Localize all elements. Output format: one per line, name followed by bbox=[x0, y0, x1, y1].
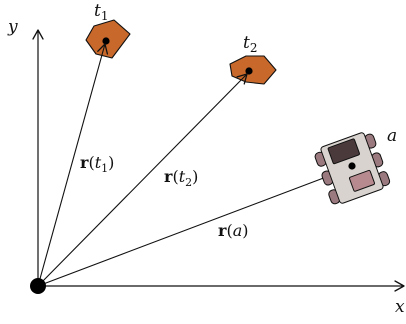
origin-point bbox=[30, 278, 46, 294]
vector-r-t1-label: r(t1) bbox=[80, 153, 114, 175]
y-axis-label: y bbox=[7, 17, 18, 37]
vector-r-a-label: r(a) bbox=[218, 221, 248, 240]
vector-r-t2 bbox=[37, 73, 248, 287]
vector-r-a bbox=[37, 165, 351, 287]
robot-sensor-module bbox=[327, 138, 360, 165]
x-axis-label: x bbox=[395, 297, 405, 317]
target-t2-shape bbox=[229, 55, 277, 85]
vector-r-t2-label: r(t2) bbox=[164, 167, 198, 189]
target-t2-point bbox=[245, 67, 253, 75]
target-t1-point bbox=[102, 37, 110, 45]
target-t1-label: t1 bbox=[94, 1, 108, 23]
agent-label: a bbox=[387, 126, 397, 146]
vector-r-t1 bbox=[37, 43, 109, 287]
agent-point bbox=[348, 162, 356, 170]
target-t2-label: t2 bbox=[243, 33, 257, 55]
robot-panel bbox=[349, 169, 375, 192]
